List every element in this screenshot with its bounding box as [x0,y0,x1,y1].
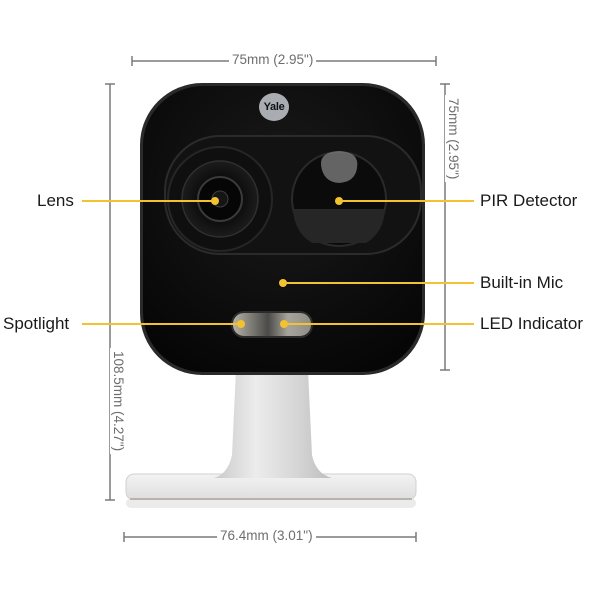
callout-label-spotlight: Spotlight [3,314,70,333]
dimension-height-total: 108.5mm (4.27") [110,348,126,455]
callout-label-built-in-mic: Built-in Mic [480,273,564,292]
dimension-width-top: 75mm (2.95") [229,52,317,68]
stand-neck [214,370,332,478]
dimension-width-base: 76.4mm (3.01") [217,528,316,544]
stand-base [125,473,417,508]
callout-lines [82,197,474,328]
dimension-height-head: 75mm (2.95") [445,95,461,183]
yale-logo: Yale [259,93,289,121]
callout-label-lens: Lens [37,191,74,210]
lens-assembly [167,146,273,252]
callout-label-pir-detector: PIR Detector [480,191,578,210]
camera-head [140,83,425,375]
callout-label-led-indicator: LED Indicator [480,314,583,333]
